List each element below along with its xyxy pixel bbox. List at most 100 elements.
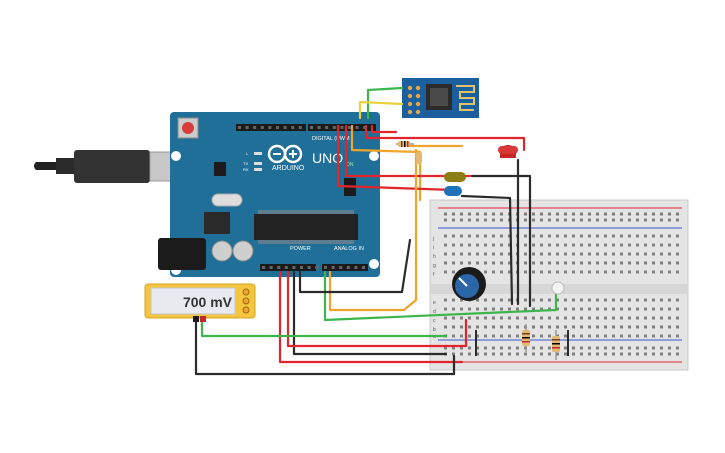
breadboard-hole[interactable] bbox=[484, 243, 487, 247]
breadboard-hole[interactable] bbox=[628, 212, 631, 216]
breadboard-hole[interactable] bbox=[596, 325, 599, 329]
breadboard-hole[interactable] bbox=[444, 298, 447, 302]
breadboard-hole[interactable] bbox=[652, 270, 655, 274]
breadboard-hole[interactable] bbox=[556, 243, 559, 247]
breadboard-hole[interactable] bbox=[676, 243, 679, 247]
wire-green-esp[interactable] bbox=[366, 86, 404, 120]
breadboard-hole[interactable] bbox=[492, 298, 495, 302]
breadboard-hole[interactable] bbox=[588, 316, 591, 320]
breadboard-hole[interactable] bbox=[612, 352, 615, 356]
breadboard-hole[interactable] bbox=[484, 334, 487, 338]
breadboard-hole[interactable] bbox=[636, 261, 639, 265]
breadboard-hole[interactable] bbox=[628, 316, 631, 320]
breadboard-hole[interactable] bbox=[444, 316, 447, 320]
breadboard-hole[interactable] bbox=[444, 243, 447, 247]
breadboard-hole[interactable] bbox=[620, 352, 623, 356]
breadboard-hole[interactable] bbox=[564, 212, 567, 216]
breadboard-hole[interactable] bbox=[540, 218, 543, 222]
breadboard-hole[interactable] bbox=[572, 298, 575, 302]
breadboard-hole[interactable] bbox=[492, 316, 495, 320]
wire-yellow-esp[interactable] bbox=[358, 100, 404, 120]
led-yellow[interactable] bbox=[444, 172, 466, 182]
breadboard-hole[interactable] bbox=[612, 346, 615, 350]
breadboard-hole[interactable] bbox=[540, 346, 543, 350]
breadboard-hole[interactable] bbox=[628, 352, 631, 356]
breadboard-hole[interactable] bbox=[636, 334, 639, 338]
breadboard-hole[interactable] bbox=[548, 234, 551, 238]
breadboard-hole[interactable] bbox=[540, 298, 543, 302]
breadboard-hole[interactable] bbox=[628, 270, 631, 274]
breadboard-hole[interactable] bbox=[652, 334, 655, 338]
breadboard-hole[interactable] bbox=[652, 218, 655, 222]
meter-port-1[interactable] bbox=[242, 288, 250, 296]
breadboard-hole[interactable] bbox=[644, 298, 647, 302]
breadboard-hole[interactable] bbox=[620, 325, 623, 329]
breadboard-hole[interactable] bbox=[564, 218, 567, 222]
breadboard-hole[interactable] bbox=[500, 316, 503, 320]
resistor-bottom-2[interactable] bbox=[552, 330, 560, 360]
breadboard-hole[interactable] bbox=[596, 218, 599, 222]
breadboard-hole[interactable] bbox=[532, 270, 535, 274]
breadboard-hole[interactable] bbox=[516, 346, 519, 350]
breadboard-hole[interactable] bbox=[628, 325, 631, 329]
breadboard-hole[interactable] bbox=[580, 261, 583, 265]
breadboard-hole[interactable] bbox=[596, 234, 599, 238]
breadboard-hole[interactable] bbox=[548, 325, 551, 329]
breadboard-hole[interactable] bbox=[572, 334, 575, 338]
breadboard-hole[interactable] bbox=[588, 218, 591, 222]
breadboard-hole[interactable] bbox=[468, 334, 471, 338]
breadboard-hole[interactable] bbox=[532, 243, 535, 247]
breadboard-hole[interactable] bbox=[644, 334, 647, 338]
breadboard-hole[interactable] bbox=[668, 270, 671, 274]
breadboard-hole[interactable] bbox=[500, 252, 503, 256]
breadboard-hole[interactable] bbox=[620, 212, 623, 216]
breadboard-hole[interactable] bbox=[508, 346, 511, 350]
breadboard-hole[interactable] bbox=[572, 325, 575, 329]
breadboard-hole[interactable] bbox=[500, 334, 503, 338]
wire-black-gnd-2[interactable] bbox=[292, 270, 448, 356]
breadboard-hole[interactable] bbox=[484, 352, 487, 356]
breadboard-hole[interactable] bbox=[668, 334, 671, 338]
breadboard-hole[interactable] bbox=[540, 243, 543, 247]
wire-black-gnd-1[interactable] bbox=[298, 238, 412, 294]
breadboard-hole[interactable] bbox=[516, 316, 519, 320]
breadboard-hole[interactable] bbox=[476, 234, 479, 238]
breadboard-hole[interactable] bbox=[468, 316, 471, 320]
power-jack[interactable] bbox=[158, 238, 206, 270]
breadboard-hole[interactable] bbox=[660, 298, 663, 302]
breadboard-hole[interactable] bbox=[660, 334, 663, 338]
breadboard-hole[interactable] bbox=[484, 252, 487, 256]
breadboard-hole[interactable] bbox=[452, 352, 455, 356]
breadboard-hole[interactable] bbox=[492, 234, 495, 238]
breadboard-hole[interactable] bbox=[452, 307, 455, 311]
breadboard-hole[interactable] bbox=[628, 334, 631, 338]
breadboard-hole[interactable] bbox=[628, 218, 631, 222]
breadboard-hole[interactable] bbox=[628, 243, 631, 247]
breadboard-hole[interactable] bbox=[548, 334, 551, 338]
breadboard-hole[interactable] bbox=[604, 316, 607, 320]
breadboard-hole[interactable] bbox=[612, 234, 615, 238]
breadboard-hole[interactable] bbox=[540, 234, 543, 238]
breadboard-hole[interactable] bbox=[548, 252, 551, 256]
header-power[interactable] bbox=[260, 264, 316, 271]
breadboard-hole[interactable] bbox=[572, 243, 575, 247]
breadboard-hole[interactable] bbox=[564, 346, 567, 350]
breadboard-hole[interactable] bbox=[516, 307, 519, 311]
breadboard-hole[interactable] bbox=[644, 352, 647, 356]
breadboard-hole[interactable] bbox=[572, 316, 575, 320]
breadboard-hole[interactable] bbox=[556, 298, 559, 302]
breadboard-hole[interactable] bbox=[644, 346, 647, 350]
breadboard-hole[interactable] bbox=[596, 346, 599, 350]
breadboard-hole[interactable] bbox=[572, 270, 575, 274]
breadboard-hole[interactable] bbox=[620, 270, 623, 274]
breadboard-hole[interactable] bbox=[540, 316, 543, 320]
breadboard-hole[interactable] bbox=[444, 270, 447, 274]
breadboard-hole[interactable] bbox=[564, 298, 567, 302]
resistor-vertical[interactable] bbox=[416, 152, 422, 164]
breadboard-hole[interactable] bbox=[596, 243, 599, 247]
breadboard-hole[interactable] bbox=[556, 212, 559, 216]
breadboard-hole[interactable] bbox=[572, 307, 575, 311]
breadboard-hole[interactable] bbox=[500, 261, 503, 265]
esp8266-module[interactable] bbox=[402, 78, 479, 118]
breadboard-hole[interactable] bbox=[604, 261, 607, 265]
